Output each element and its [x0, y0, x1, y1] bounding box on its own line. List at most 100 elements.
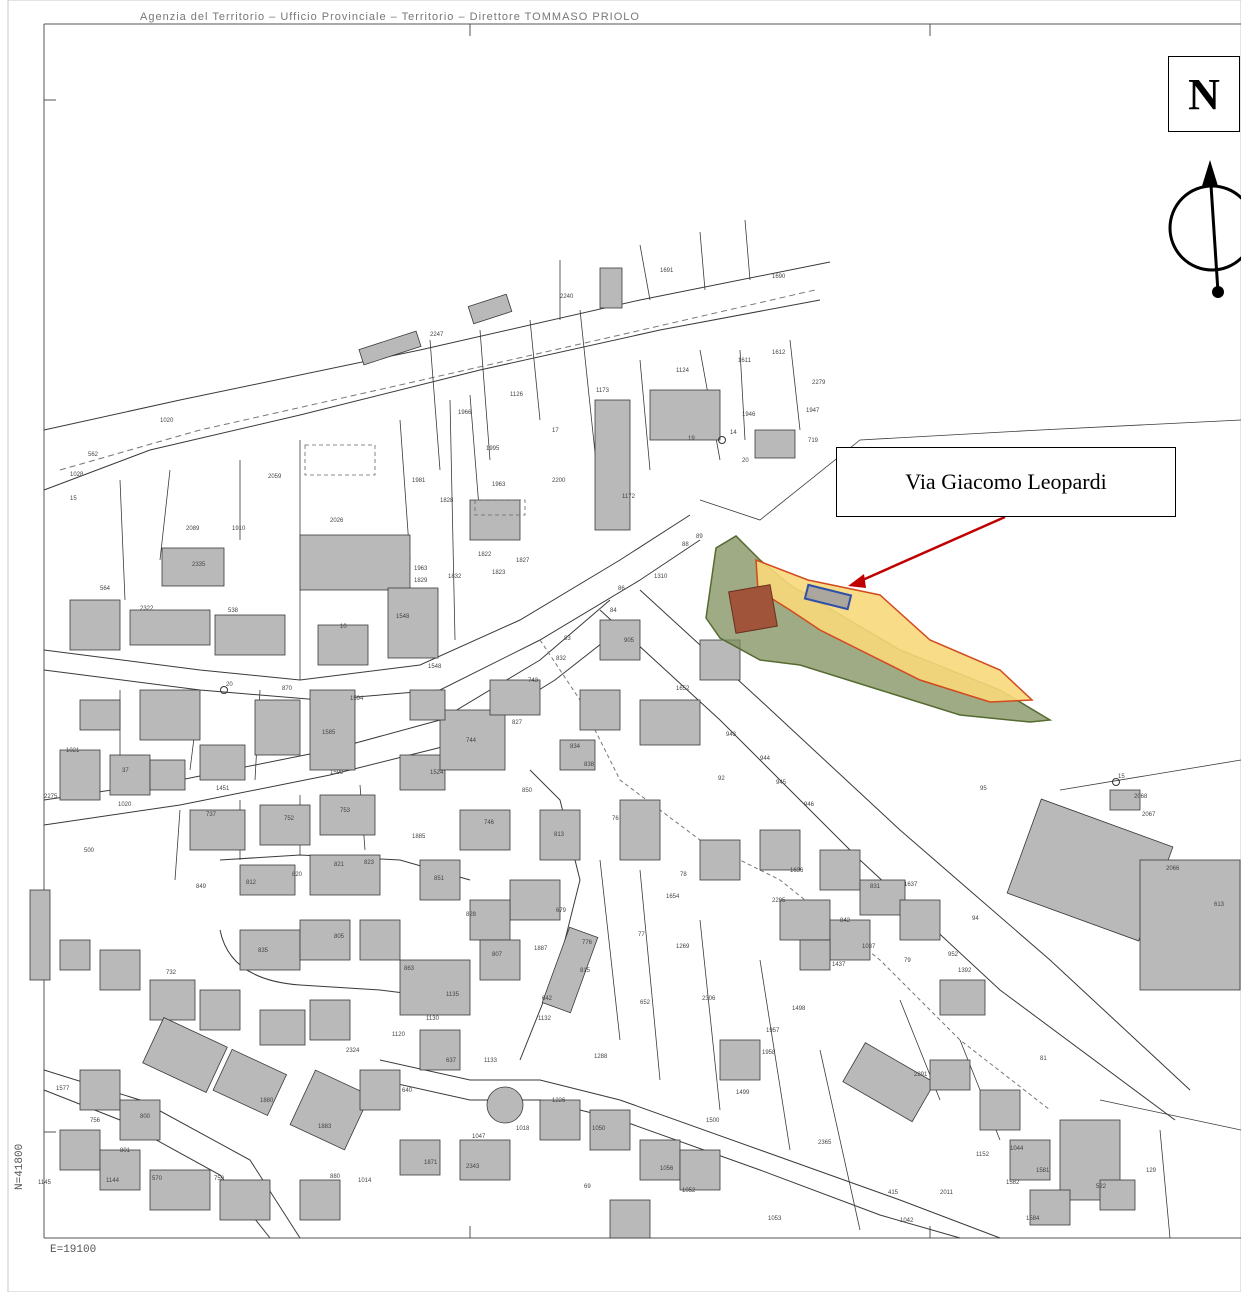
svg-text:744: 744	[466, 738, 477, 744]
svg-text:2322: 2322	[140, 606, 154, 612]
svg-text:820: 820	[292, 872, 303, 878]
svg-text:1829: 1829	[414, 578, 428, 584]
svg-text:1120: 1120	[392, 1032, 406, 1038]
svg-text:83: 83	[564, 636, 571, 642]
svg-text:15: 15	[1118, 774, 1125, 780]
svg-text:827: 827	[512, 720, 523, 726]
svg-text:851: 851	[434, 876, 445, 882]
svg-text:89: 89	[696, 534, 703, 540]
svg-text:95: 95	[980, 786, 987, 792]
svg-text:1966: 1966	[458, 410, 472, 416]
svg-text:1144: 1144	[106, 1178, 120, 1184]
highlight-brown-building	[728, 584, 778, 634]
svg-text:1885: 1885	[412, 834, 426, 840]
svg-text:642: 642	[542, 996, 553, 1002]
svg-text:76: 76	[612, 816, 619, 822]
svg-text:1594: 1594	[350, 696, 364, 702]
svg-text:2011: 2011	[940, 1190, 954, 1196]
svg-text:1056: 1056	[660, 1166, 674, 1172]
svg-text:823: 823	[364, 860, 375, 866]
svg-text:1822: 1822	[478, 552, 492, 558]
svg-text:1310: 1310	[654, 574, 668, 580]
svg-text:20: 20	[742, 458, 749, 464]
map-header-text: Agenzia del Territorio – Ufficio Provinc…	[140, 11, 640, 23]
svg-text:92: 92	[718, 776, 725, 782]
svg-text:2275: 2275	[44, 794, 58, 800]
callout-arrow-line	[857, 515, 1006, 584]
svg-text:1130: 1130	[426, 1016, 440, 1022]
highlight-blue-building	[803, 583, 853, 611]
svg-text:522: 522	[1096, 1184, 1107, 1190]
svg-text:2026: 2026	[330, 518, 344, 524]
svg-text:2343: 2343	[466, 1164, 480, 1170]
svg-text:538: 538	[228, 608, 239, 614]
svg-text:2247: 2247	[430, 332, 444, 338]
svg-text:679: 679	[556, 908, 567, 914]
svg-text:1124: 1124	[676, 368, 690, 374]
svg-text:640: 640	[402, 1088, 413, 1094]
svg-text:863: 863	[404, 966, 415, 972]
svg-text:1173: 1173	[596, 388, 610, 394]
svg-text:19: 19	[688, 436, 695, 442]
north-arrow-icon	[1168, 160, 1241, 298]
svg-text:415: 415	[888, 1190, 899, 1196]
svg-text:2067: 2067	[1142, 812, 1156, 818]
svg-text:945: 945	[776, 780, 787, 786]
svg-text:86: 86	[618, 586, 625, 592]
paper-edge	[7, 0, 1241, 1292]
svg-text:1577: 1577	[56, 1086, 70, 1092]
highlight-green-zone	[705, 535, 1053, 723]
svg-text:1050: 1050	[592, 1126, 606, 1132]
svg-text:828: 828	[466, 912, 477, 918]
svg-text:880: 880	[330, 1174, 341, 1180]
svg-text:1042: 1042	[900, 1218, 914, 1224]
svg-text:84: 84	[610, 608, 617, 614]
svg-text:17: 17	[552, 428, 559, 434]
svg-text:1823: 1823	[492, 570, 506, 576]
svg-text:800: 800	[140, 1114, 151, 1120]
svg-text:1582: 1582	[1006, 1180, 1020, 1186]
svg-text:78: 78	[680, 872, 687, 878]
svg-text:1871: 1871	[424, 1160, 438, 1166]
svg-text:1126: 1126	[510, 392, 524, 398]
svg-text:562: 562	[88, 452, 99, 458]
svg-text:1135: 1135	[446, 992, 460, 998]
svg-text:2365: 2365	[818, 1140, 832, 1146]
svg-text:946: 946	[804, 802, 815, 808]
svg-text:1020: 1020	[160, 418, 174, 424]
svg-text:2295: 2295	[772, 898, 786, 904]
svg-text:1887: 1887	[534, 946, 548, 952]
svg-text:1832: 1832	[448, 574, 462, 580]
svg-text:2068: 2068	[1134, 794, 1148, 800]
svg-text:943: 943	[726, 732, 737, 738]
svg-text:834: 834	[570, 744, 581, 750]
svg-text:2066: 2066	[1166, 866, 1180, 872]
svg-text:1226: 1226	[552, 1098, 566, 1104]
svg-text:1963: 1963	[414, 566, 428, 572]
parcel-boundaries	[119, 219, 1241, 1239]
svg-text:1946: 1946	[742, 412, 756, 418]
svg-text:1652: 1652	[676, 686, 690, 692]
svg-text:1691: 1691	[660, 268, 674, 274]
svg-text:753: 753	[340, 808, 351, 814]
svg-text:613: 613	[1214, 902, 1225, 908]
svg-text:1585: 1585	[322, 730, 336, 736]
svg-text:1957: 1957	[766, 1028, 780, 1034]
svg-text:743: 743	[528, 678, 539, 684]
north-letter: N	[1188, 69, 1220, 119]
svg-text:813: 813	[554, 832, 565, 838]
svg-text:14: 14	[730, 430, 737, 436]
svg-text:129: 129	[1146, 1168, 1157, 1174]
svg-text:1269: 1269	[676, 944, 690, 950]
coord-north-label: N=41800	[14, 1144, 26, 1190]
svg-text:2306: 2306	[702, 996, 716, 1002]
svg-text:1451: 1451	[216, 786, 230, 792]
svg-text:1392: 1392	[958, 968, 972, 974]
svg-text:870: 870	[282, 686, 293, 692]
svg-text:719: 719	[808, 438, 819, 444]
svg-text:815: 815	[580, 968, 591, 974]
svg-text:1020: 1020	[118, 802, 132, 808]
svg-text:1499: 1499	[736, 1090, 750, 1096]
svg-text:37: 37	[122, 768, 129, 774]
